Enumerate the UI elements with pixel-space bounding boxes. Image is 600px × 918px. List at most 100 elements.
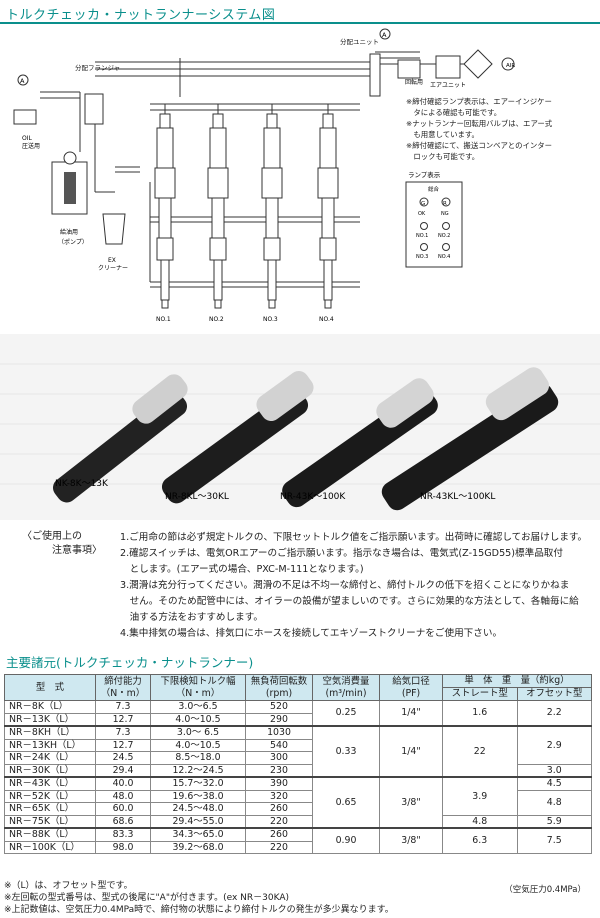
- system-diagram: 分配フランジャ 分配ユニット AIR A 回転用 エアユニット A OIL 圧送…: [13, 28, 553, 323]
- table-cell: 230: [245, 763, 313, 778]
- lamp-ok: OK: [418, 211, 426, 217]
- lamp-r: R: [443, 201, 447, 207]
- table-cell: 3/8": [379, 827, 443, 854]
- table-cell: 220: [245, 840, 313, 854]
- model-cell: NR－43K（L）: [4, 776, 96, 791]
- usage-item-3c: 油する方法をおすすめします。: [120, 612, 263, 623]
- model-cell: NR－100K（L）: [4, 840, 96, 854]
- footnote-3: ※上記数値は、空気圧力0.4MPa時で、締付物の状態により締付トルクの発生が多少…: [4, 905, 394, 915]
- diagram-note-2: タによる確認も可能です。: [406, 108, 501, 117]
- usage-notes: 〈ご使用上の 注意事項〉 1.ご用命の節は必ず規定トルクの、下限セットトルク値を…: [0, 522, 600, 642]
- header-offset: オフセット型: [516, 687, 592, 701]
- table-cell: 7.3: [95, 700, 151, 714]
- lamp-no2: NO.2: [438, 233, 450, 239]
- photo-caption-2: NR-8KL〜30KL: [165, 492, 229, 502]
- air-pressure-note: （空気圧力0.4MPa）: [504, 885, 586, 895]
- table-cell: 83.3: [95, 827, 151, 842]
- table-cell: 60.0: [95, 802, 151, 816]
- usage-item-2b: とします。(エアー式の場合、PXC-M-111となります。): [120, 564, 364, 575]
- lamp-no4: NO.4: [438, 254, 450, 260]
- table-cell: 3.9: [442, 776, 518, 816]
- spec-title: 主要諸元(トルクチェッカ・ナットランナー): [6, 655, 254, 670]
- table-cell: 24.5: [95, 751, 151, 765]
- table-cell: 4.8: [516, 789, 592, 816]
- diagram-note-1: ※締付確認ランプ表示は、エアーインジケー: [406, 97, 552, 106]
- table-cell: 98.0: [95, 840, 151, 854]
- circle-a-left: A: [20, 77, 25, 85]
- table-cell: 68.6: [95, 814, 151, 829]
- table-cell: 34.3〜65.0: [150, 827, 246, 842]
- nutrunner-4: [381, 367, 559, 511]
- oil-pump-label: 給油用: [60, 228, 78, 236]
- table-cell: 290: [245, 712, 313, 727]
- table-cell: 12.2〜24.5: [150, 763, 246, 778]
- nutrunner-1: [52, 374, 188, 503]
- page-title: トルクチェッカ・ナットランナーシステム図: [6, 8, 276, 23]
- table-cell: 2.2: [516, 700, 592, 727]
- runner-unit-3: NO.3: [261, 104, 283, 323]
- table-cell: 1.6: [442, 700, 518, 727]
- runner-unit-2: NO.2: [207, 104, 229, 323]
- footnote-2: ※左回転の型式番号は、型式の後尾に"A"が付きます。(ex NR－30KA): [4, 893, 290, 903]
- header-straight: ストレート型: [442, 687, 518, 701]
- table-cell: 29.4: [95, 763, 151, 778]
- table-cell: 4.8: [442, 814, 518, 829]
- table-cell: 6.3: [442, 827, 518, 854]
- model-cell: NR－8KH（L）: [4, 725, 96, 740]
- table-cell: 12.7: [95, 712, 151, 727]
- model-cell: NR－65K（L）: [4, 802, 96, 816]
- table-cell: 0.90: [312, 827, 380, 854]
- unit-label-4: NO.4: [319, 316, 334, 323]
- footnote-1: ※（L）は、オフセット型です。: [4, 881, 133, 891]
- lamp-ng: NG: [441, 211, 449, 217]
- product-photo: NK-8K〜13K NR-8KL〜30KL NR-43K〜100K NR-43K…: [0, 334, 600, 520]
- table-cell: 48.0: [95, 789, 151, 803]
- usage-item-2: 2.確認スイッチは、電気ORエアーのご指示願います。指示なき場合は、電気式(Z-…: [120, 548, 563, 559]
- table-cell: 390: [245, 776, 313, 791]
- model-cell: NR－52K（L）: [4, 789, 96, 803]
- table-cell: 12.7: [95, 738, 151, 752]
- table-cell: 300: [245, 751, 313, 765]
- model-cell: NR－75K（L）: [4, 814, 96, 829]
- photo-caption-4: NR-43KL〜100KL: [420, 492, 495, 502]
- table-cell: 15.7〜32.0: [150, 776, 246, 791]
- lamp-g: G: [421, 201, 425, 207]
- ex-cleaner-label: クリーナー: [98, 265, 128, 272]
- runner-unit-4: NO.4: [317, 104, 339, 323]
- header-rpm: 無負荷回転数(rpm): [245, 674, 313, 701]
- model-cell: NR－88K（L）: [4, 827, 96, 842]
- table-cell: 1/4": [379, 700, 443, 727]
- ex-label: EX: [108, 257, 116, 264]
- table-cell: 1030: [245, 725, 313, 740]
- nutrunner-2: [161, 371, 314, 504]
- air-unit-label: エアユニット: [430, 82, 466, 89]
- oil-line-sub: 圧送用: [22, 142, 40, 150]
- photo-caption-3: NR-43K〜100K: [280, 492, 346, 502]
- table-cell: 4.0〜10.5: [150, 738, 246, 752]
- table-cell: 5.9: [516, 814, 592, 829]
- oil-pump-sub: （ポンプ）: [58, 238, 88, 246]
- unit-label-3: NO.3: [263, 316, 278, 323]
- lamp-no1: NO.1: [416, 233, 428, 239]
- usage-item-1: 1.ご用命の節は必ず規定トルクの、下限セットトルク値をご指示願います。出荷時に確…: [120, 532, 588, 543]
- table-cell: 4.0〜10.5: [150, 712, 246, 727]
- model-cell: NR－24K（L）: [4, 751, 96, 765]
- spec-table: 型 式 締付能力（N・m） 下限検知トルク幅（N・m） 無負荷回転数(rpm) …: [4, 674, 592, 854]
- table-cell: 7.5: [516, 827, 592, 854]
- table-cell: 2.9: [516, 725, 592, 765]
- nutrunner-3: [282, 378, 438, 508]
- usage-item-3b: せん。そのため配管中には、オイラーの設備が望ましいのです。さらに効果的な方法とし…: [120, 596, 579, 607]
- title-rule: [0, 22, 600, 24]
- table-cell: 0.25: [312, 700, 380, 727]
- table-cell: 7.3: [95, 725, 151, 740]
